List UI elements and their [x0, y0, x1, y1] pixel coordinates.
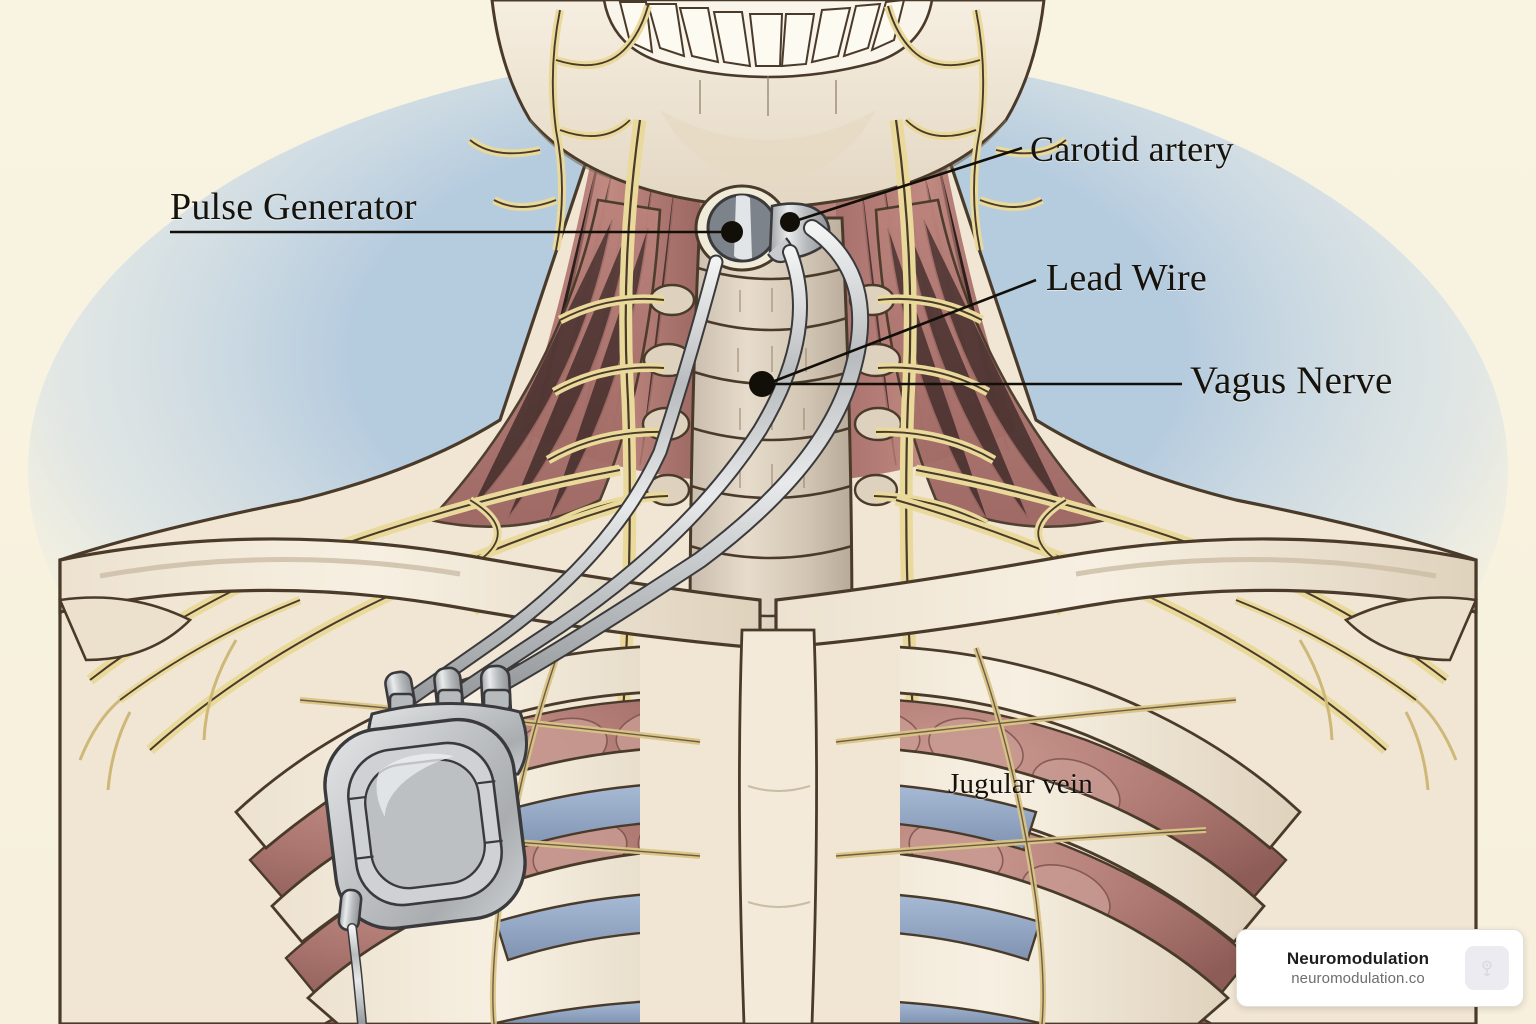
leader-lead-wire	[771, 278, 1037, 384]
leader-dot-pulse-generator	[721, 221, 743, 243]
label-vagus-nerve: Vagus Nerve	[1190, 359, 1393, 402]
leader-dot-vagus-nerve	[749, 371, 775, 397]
watermark-badge[interactable]: Neuromodulation neuromodulation.co	[1236, 929, 1524, 1007]
label-carotid-artery: Carotid artery	[1030, 129, 1234, 169]
label-lead-wire: Lead Wire	[1046, 257, 1207, 299]
watermark-text-group: Neuromodulation neuromodulation.co	[1251, 948, 1465, 989]
leader-carotid-artery	[791, 146, 1023, 224]
clavicles	[58, 537, 1478, 662]
leader-dot-carotid-artery	[780, 212, 800, 232]
label-jugular-vein: Jugular vein	[948, 768, 1093, 800]
rib-cage	[234, 628, 1302, 1024]
neuron-glyph-icon	[1465, 946, 1509, 990]
label-leader-lines	[170, 146, 1182, 397]
pulse-generator-device	[323, 664, 529, 1024]
label-pulse-generator: Pulse Generator	[170, 186, 417, 228]
watermark-title: Neuromodulation	[1286, 948, 1430, 968]
lead-wires	[398, 219, 870, 710]
watermark-url: neuromodulation.co	[1291, 969, 1425, 987]
